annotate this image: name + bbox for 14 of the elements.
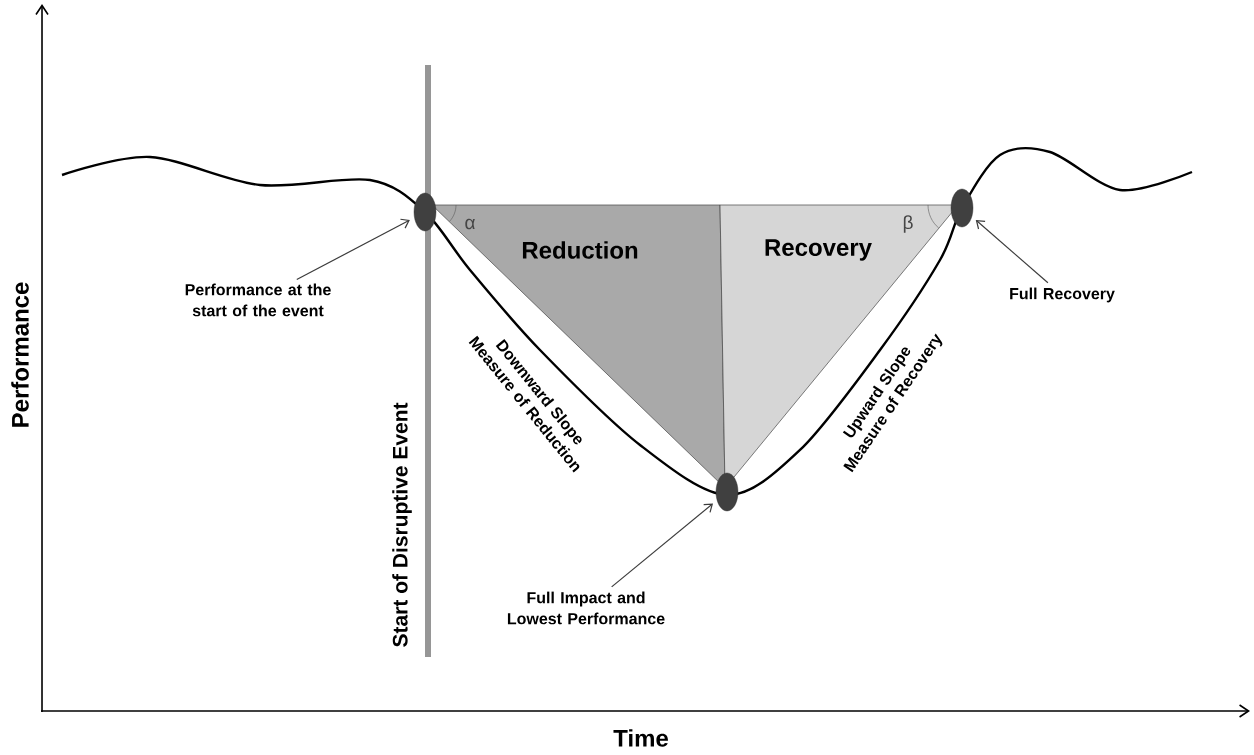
axis-title: Performance <box>11 282 29 427</box>
annotation-text: Performance at the start of the event <box>185 283 331 317</box>
point-marker <box>413 192 437 232</box>
point-marker <box>715 472 739 512</box>
angle-label: α <box>465 218 475 230</box>
axis-title: Time <box>613 729 668 747</box>
annotation-text: Full Recovery <box>1010 287 1115 303</box>
annotation-text: Full Impact and Lowest Performance <box>507 591 665 625</box>
point-marker <box>950 188 974 228</box>
leader-arrow <box>975 219 1049 284</box>
leader-arrow <box>611 503 714 588</box>
event-label: Start of Disruptive Event <box>392 402 412 647</box>
leader-arrow <box>296 218 410 281</box>
angle-label: β <box>903 215 913 233</box>
